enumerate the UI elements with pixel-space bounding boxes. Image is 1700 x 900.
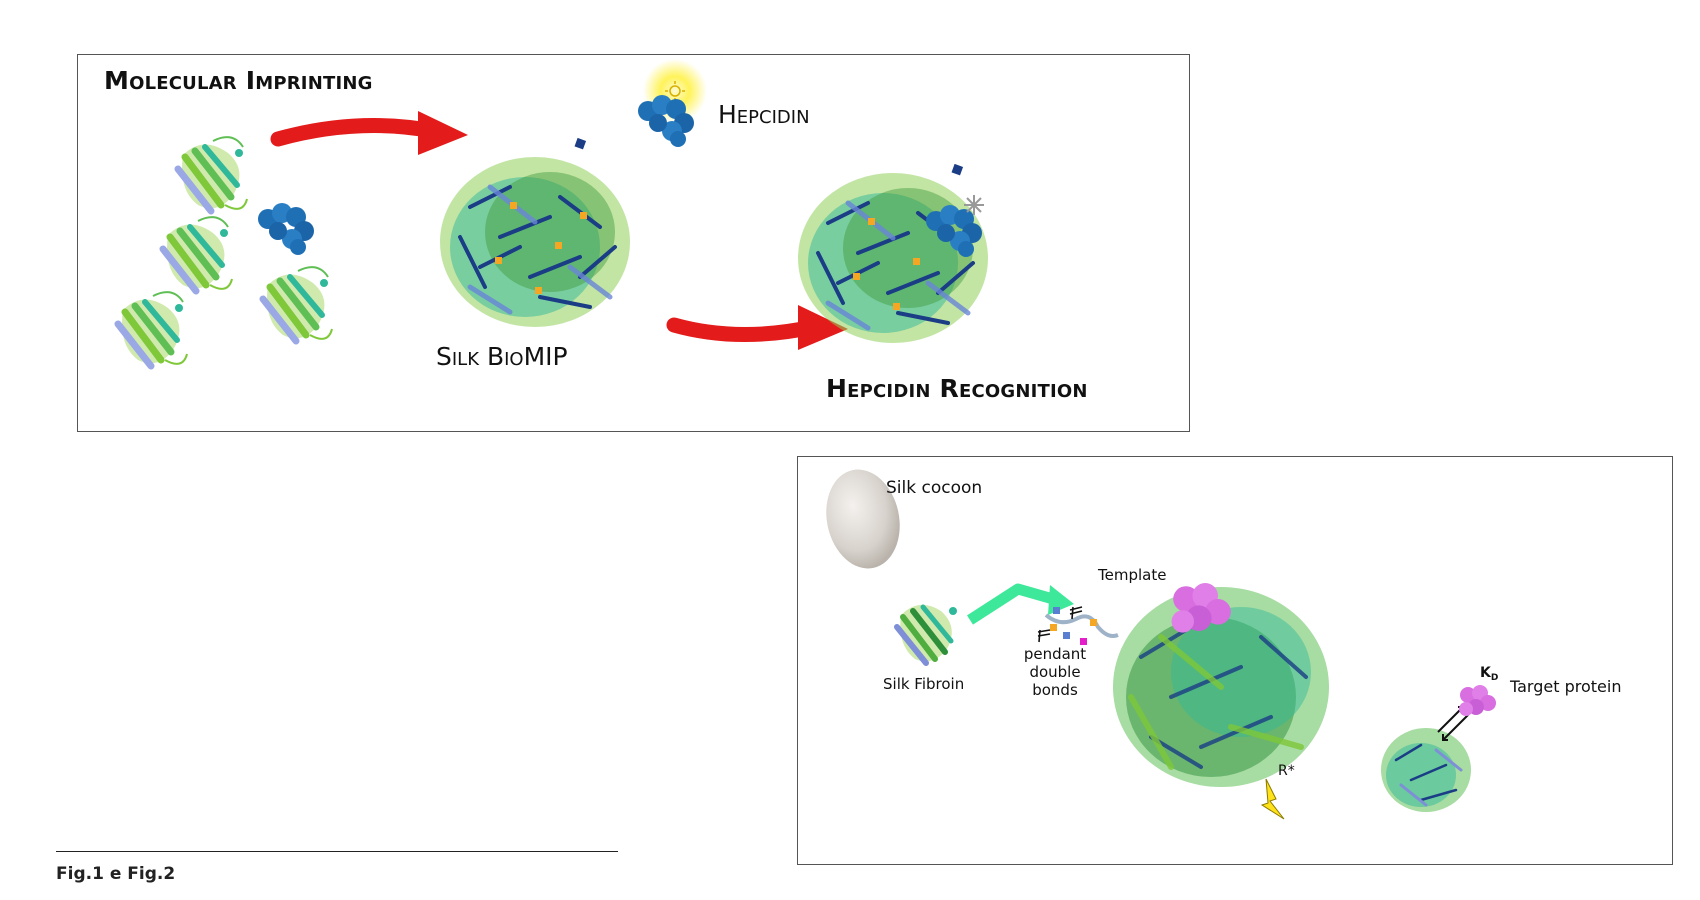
monomer-marker-icon [951,163,964,176]
red-arrow-head-icon [418,111,468,155]
green-arrow-icon [967,583,1055,625]
red-arrow-icon [270,118,441,147]
figure-1-graphic: Molecular Imprinting Silk BioMIP Hepcidi… [104,59,1088,403]
figure-2-panel: Silk cocoon Silk Fibroin pendant double … [797,456,1673,865]
figure-2-graphic: Silk cocoon Silk Fibroin pendant double … [826,469,1621,820]
kd-label: KD [1480,665,1498,683]
silk-fibroin-icon [178,137,247,211]
recognition-label: Hepcidin Recognition [826,374,1088,403]
silk-fibroin-label: Silk Fibroin [883,675,964,693]
radical-label: R* [1278,763,1295,779]
recognized-biomip-icon [798,173,988,343]
silk-fibroin-icon [263,267,332,341]
figure-caption: Fig.1 e Fig.2 [56,864,176,884]
hepcidin-molecule-icon [258,203,314,255]
radical-star-icon [964,195,984,215]
target-protein-icon [1459,685,1496,716]
silk-cocoon-icon [826,469,900,569]
green-arrow-head-icon [1048,585,1074,615]
figure-1-title: Molecular Imprinting [104,66,373,95]
pendant-bonds-icon [1037,606,1119,645]
caption-divider [56,851,618,852]
silk-fibroin-icon [897,605,957,663]
template-label: Template [1097,566,1166,584]
biomip-label: Silk BioMIP [436,342,568,371]
silk-fibroin-icon [118,292,187,366]
pendant-label-3: bonds [1032,681,1078,699]
monomer-marker-icon [574,137,587,150]
red-arrow-icon [666,317,821,342]
silk-fibroin-icon [163,217,232,291]
silk-biomip-icon [440,157,630,327]
pendant-label-2: double [1029,663,1080,681]
silk-cocoon-label: Silk cocoon [886,478,982,498]
lightning-icon [1260,778,1285,820]
figure-1-panel: Molecular Imprinting Silk BioMIP Hepcidi… [77,54,1190,432]
hepcidin-label: Hepcidin [718,100,810,129]
red-arrow-head-icon [798,305,848,350]
pendant-label-1: pendant [1024,645,1086,663]
small-mip-icon [1379,726,1473,814]
target-protein-label: Target protein [1509,677,1621,696]
